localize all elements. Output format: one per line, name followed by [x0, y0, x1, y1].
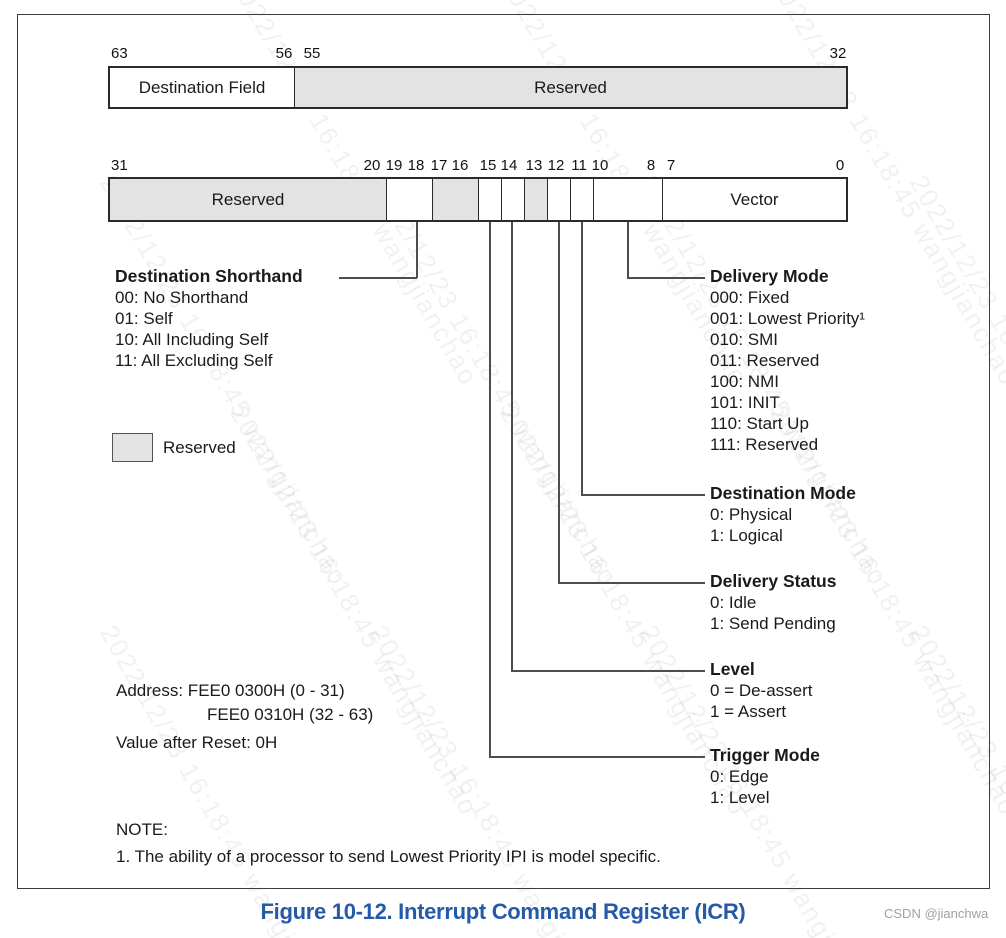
field-reserved-55-32: Reserved [294, 68, 846, 107]
csdn-credit: CSDN @jianchwa [884, 906, 989, 921]
trigger-mode-title: Trigger Mode [710, 745, 820, 765]
delivery-mode-item: 111: Reserved [710, 435, 819, 454]
connector-delivery-status-vline [558, 222, 560, 583]
delivery-status-item: 1: Send Pending [710, 614, 836, 633]
connector-destination-mode-vline [581, 222, 583, 495]
delivery-status-legend: Delivery Status 0: Idle 1: Send Pending [710, 571, 836, 634]
bit-label-10: 10 [591, 157, 609, 174]
connector-delivery-status-hline [558, 582, 705, 584]
bit-label-32: 32 [829, 45, 847, 62]
bit-label-0: 0 [835, 157, 845, 174]
delivery-mode-item: 100: NMI [710, 372, 779, 391]
bit-label-14: 14 [500, 157, 518, 174]
field-vector: Vector [662, 179, 846, 220]
figure-caption: Figure 10-12. Interrupt Command Register… [260, 899, 746, 924]
bit-label-56: 56 [275, 45, 293, 62]
destination-shorthand-legend: Destination Shorthand 00: No Shorthand 0… [115, 266, 303, 371]
destination-mode-item: 0: Physical [710, 505, 793, 524]
field-trigger-mode-bit [478, 179, 501, 220]
delivery-mode-item: 000: Fixed [710, 288, 790, 307]
destination-shorthand-item: 11: All Excluding Self [115, 351, 273, 370]
level-item: 1 = Assert [710, 702, 787, 721]
connector-destination-mode-hline [581, 494, 705, 496]
address-line-2: FEE0 0310H (32 - 63) [207, 705, 374, 724]
field-delivery-status-bit [547, 179, 570, 220]
bit-label-17: 17 [430, 157, 448, 174]
bit-label-8: 8 [646, 157, 656, 174]
destination-mode-legend: Destination Mode 0: Physical 1: Logical [710, 483, 856, 546]
destination-mode-title: Destination Mode [710, 483, 856, 503]
trigger-mode-item: 0: Edge [710, 767, 769, 786]
register-high: Destination Field Reserved [108, 66, 848, 109]
bit-label-7: 7 [666, 157, 676, 174]
bit-label-55: 55 [303, 45, 321, 62]
destination-shorthand-item: 01: Self [115, 309, 173, 328]
field-destination-shorthand-bits [386, 179, 432, 220]
bit-label-63: 63 [111, 45, 128, 62]
bit-label-19: 19 [385, 157, 403, 174]
field-reserved-31-20: Reserved [110, 179, 386, 220]
register-low: Reserved Vector [108, 177, 848, 222]
bit-label-18: 18 [407, 157, 425, 174]
bit-label-13: 13 [525, 157, 543, 174]
note-line-1: 1. The ability of a processor to send Lo… [116, 847, 661, 866]
destination-mode-item: 1: Logical [710, 526, 783, 545]
trigger-mode-legend: Trigger Mode 0: Edge 1: Level [710, 745, 820, 808]
reserved-legend-swatch [112, 433, 153, 462]
bit-label-15: 15 [479, 157, 497, 174]
field-level-bit [501, 179, 524, 220]
destination-shorthand-item: 00: No Shorthand [115, 288, 249, 307]
address-line-1: Address: FEE0 0300H (0 - 31) [116, 681, 345, 700]
figure-border [17, 14, 990, 889]
note-title: NOTE: [116, 820, 168, 839]
connector-trigger-mode-vline [489, 222, 491, 757]
delivery-mode-item: 101: INIT [710, 393, 780, 412]
connector-destination-shorthand-hline [339, 277, 417, 279]
bit-label-31: 31 [111, 157, 128, 174]
delivery-status-item: 0: Idle [710, 593, 757, 612]
reserved-legend-label: Reserved [163, 438, 236, 457]
delivery-mode-item: 011: Reserved [710, 351, 820, 370]
delivery-mode-title: Delivery Mode [710, 266, 829, 286]
level-title: Level [710, 659, 755, 679]
delivery-status-title: Delivery Status [710, 571, 837, 591]
field-destination-mode-bit [570, 179, 593, 220]
field-delivery-mode-bits [593, 179, 662, 220]
field-destination-field: Destination Field [138, 77, 266, 97]
level-item: 0 = De-assert [710, 681, 813, 700]
bit-label-16: 16 [451, 157, 469, 174]
delivery-mode-legend: Delivery Mode 000: Fixed 001: Lowest Pri… [710, 266, 865, 455]
delivery-mode-item: 010: SMI [710, 330, 779, 349]
delivery-mode-item: 001: Lowest Priority¹ [710, 309, 865, 328]
trigger-mode-item: 1: Level [710, 788, 770, 807]
field-reserved-13 [524, 179, 547, 220]
bit-label-20: 20 [363, 157, 381, 174]
bit-label-12: 12 [547, 157, 565, 174]
connector-level-hline [511, 670, 705, 672]
connector-destination-shorthand-vline [416, 222, 418, 278]
connector-trigger-mode-hline [489, 756, 705, 758]
connector-delivery-mode-vline [627, 222, 629, 278]
bit-label-11: 11 [571, 157, 587, 174]
connector-level-vline [511, 222, 513, 671]
level-legend: Level 0 = De-assert 1 = Assert [710, 659, 813, 722]
delivery-mode-item: 110: Start Up [710, 414, 809, 433]
reset-value-line: Value after Reset: 0H [116, 733, 278, 752]
field-reserved-17-16 [432, 179, 478, 220]
destination-shorthand-item: 10: All Including Self [115, 330, 269, 349]
destination-shorthand-title: Destination Shorthand [115, 266, 303, 286]
connector-delivery-mode-hline [627, 277, 705, 279]
